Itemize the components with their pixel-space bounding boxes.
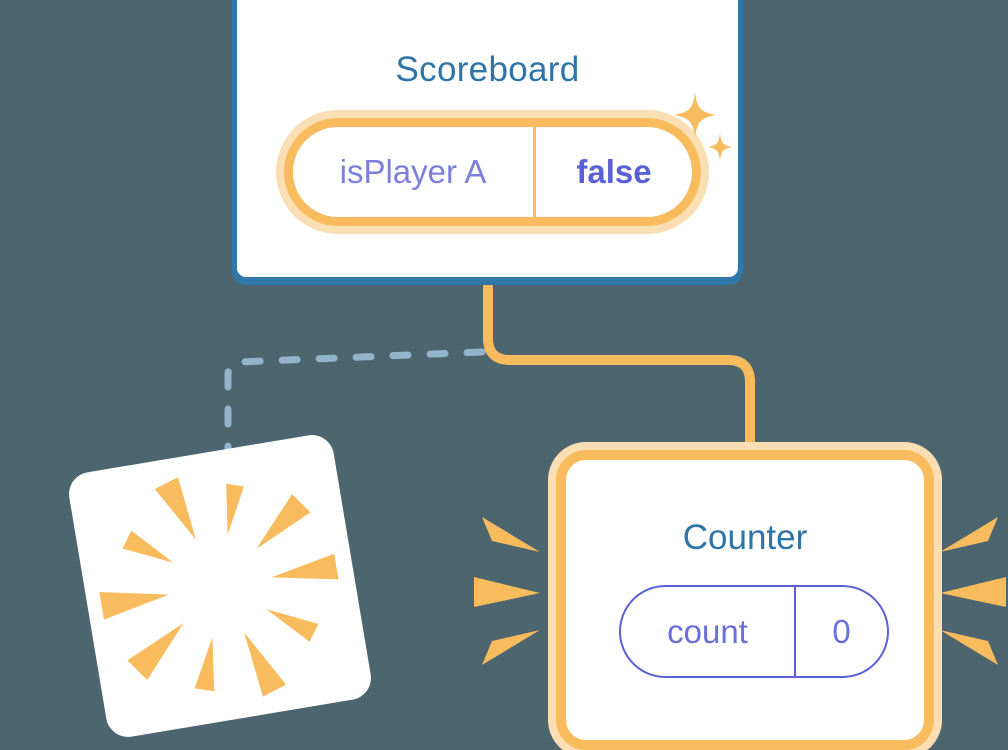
counter-title: Counter [682,518,808,557]
scoreboard-card[interactable]: Scoreboard isPlayer A false [232,0,743,282]
ray [256,494,311,549]
ray [940,517,998,552]
ray [940,577,1006,607]
counter-card[interactable]: Counter count 0 [556,450,934,750]
ray [127,623,184,680]
counter-state-value: 0 [832,612,851,650]
ray [940,630,998,665]
counter-state-pill[interactable]: count 0 [619,585,889,678]
connector-scoreboard-to-counter [483,276,755,462]
ray [271,553,339,580]
ray [482,630,540,665]
scoreboard-state-pill[interactable]: isPlayer A false [284,118,701,226]
counter-state-key: count [621,587,796,676]
ray [266,609,319,642]
burst-card[interactable] [65,431,375,741]
counter-rays-right [940,517,1006,665]
ray [226,483,244,535]
burst-rays-group [99,477,339,697]
sparkle-small-icon [707,133,733,161]
scoreboard-state-key: isPlayer A [293,127,536,217]
scoreboard-title: Scoreboard [395,50,580,89]
ray [482,517,540,552]
scoreboard-state-value: false [576,153,652,190]
sparkle-large-icon [674,92,716,138]
sparkles-group [674,92,733,161]
ray [154,477,196,540]
counter-rays-left [474,517,540,665]
ray [244,632,287,697]
ray [99,591,169,620]
ray [122,530,174,563]
ray [474,577,540,607]
burst-rays [99,477,339,697]
ray [194,637,215,692]
